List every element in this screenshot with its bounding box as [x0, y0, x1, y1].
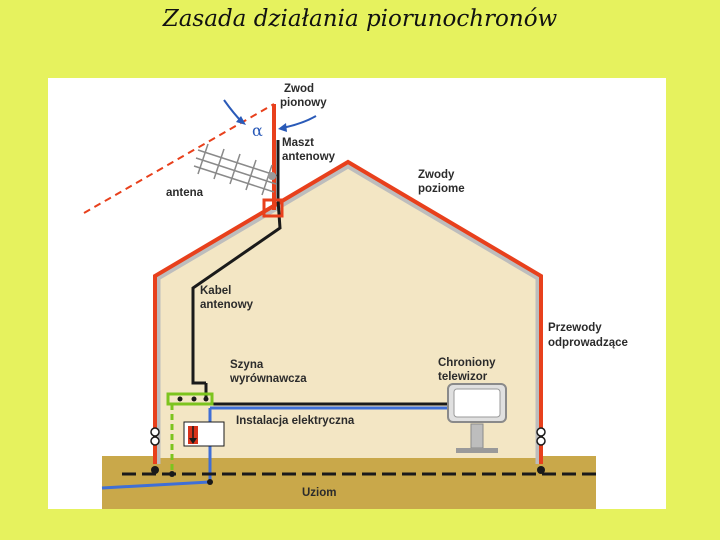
label-szyna-2: wyrównawcza	[229, 373, 307, 385]
equipotential-bar	[166, 392, 214, 406]
roof-outline	[155, 163, 541, 464]
label-maszt-2: antenowy	[282, 151, 336, 163]
tv-stand	[470, 423, 484, 449]
label-uziom: Uziom	[302, 487, 337, 499]
label-przewody-1: Przewody	[548, 322, 602, 334]
label-alpha: α	[252, 121, 263, 140]
horizontal-conductors	[153, 159, 543, 464]
antenna-icon	[193, 143, 279, 196]
label-maszt-1: Maszt	[282, 137, 314, 149]
label-instalacja: Instalacja elektryczna	[236, 415, 355, 427]
angle-arrow-right	[281, 115, 317, 129]
insulators	[150, 427, 546, 446]
label-zwod-2: pionowy	[280, 97, 327, 109]
house-wall	[158, 166, 538, 458]
label-zwod-1: Zwod	[284, 83, 314, 95]
label-kabel-1: Kabel	[200, 285, 231, 297]
angle-arrowhead-right	[278, 123, 287, 132]
label-szyna-1: Szyna	[230, 359, 264, 371]
label-zwody-2: poziome	[418, 183, 465, 195]
antenna-cable	[191, 140, 282, 385]
slide-title: Zasada działania piorunochronów	[162, 6, 558, 32]
label-antena: antena	[166, 187, 204, 199]
label-tv-2: telewizor	[438, 371, 488, 383]
label-zwody-1: Zwody	[418, 169, 455, 181]
antenna-mount	[268, 172, 276, 180]
label-przewody-2: odprowadzące	[548, 337, 628, 349]
label-kabel-2: antenowy	[200, 299, 254, 311]
label-tv-1: Chroniony	[438, 357, 496, 369]
lightning-protection-diagram: Zwod pionowy α Maszt antenowy antena Zwo…	[83, 83, 628, 509]
angle-arrowhead-left	[236, 116, 246, 125]
diagram-frame: Zwod pionowy α Maszt antenowy antena Zwo…	[48, 78, 666, 509]
mast-clamp	[262, 198, 284, 218]
